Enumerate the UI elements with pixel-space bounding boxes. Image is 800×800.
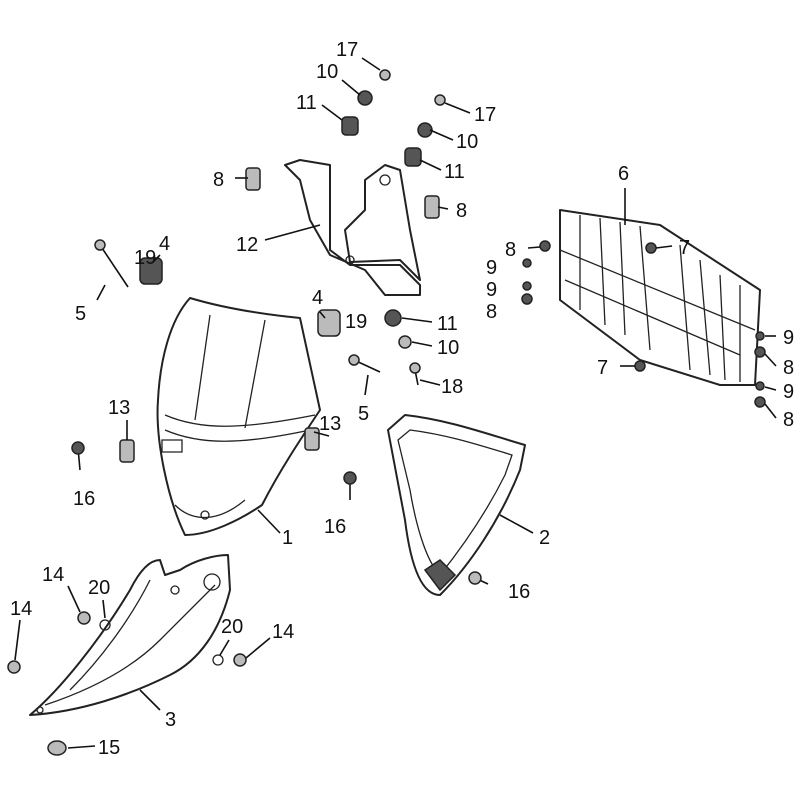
callout-4: 4	[159, 233, 170, 255]
callout-5: 5	[358, 403, 369, 425]
callout-13: 13	[319, 413, 341, 435]
callout-16: 16	[73, 488, 95, 510]
callout-11: 11	[296, 92, 317, 114]
callout-8: 8	[456, 200, 467, 222]
callout-14: 14	[42, 564, 64, 586]
callout-15: 15	[98, 737, 120, 759]
callout-12: 12	[236, 234, 258, 256]
callout-7: 7	[597, 357, 608, 379]
callout-20: 20	[221, 616, 243, 638]
callout-3: 3	[165, 709, 176, 731]
callout-9: 9	[486, 279, 497, 301]
callout-10: 10	[437, 337, 459, 359]
callout-10: 10	[456, 131, 478, 153]
callout-1: 1	[282, 527, 293, 549]
callout-8: 8	[783, 409, 794, 431]
callout-11: 11	[444, 161, 465, 183]
callout-8: 8	[783, 357, 794, 379]
callout-9: 9	[783, 381, 794, 403]
callout-labels: 17 10 11 17 10 11 8 8 6 12 8 7 9 9 8 19 …	[10, 39, 794, 759]
callout-20: 20	[88, 577, 110, 599]
callout-2: 2	[539, 527, 550, 549]
callout-19: 19	[134, 247, 156, 269]
callout-11: 11	[437, 313, 458, 335]
part-1-front-cowl	[156, 297, 321, 536]
callout-8: 8	[505, 239, 516, 261]
callout-16: 16	[508, 581, 530, 603]
callout-8: 8	[486, 301, 497, 323]
callout-6: 6	[618, 163, 629, 185]
callout-17: 17	[336, 39, 358, 61]
callout-13: 13	[108, 397, 130, 419]
callout-14: 14	[10, 598, 32, 620]
callout-10: 10	[316, 61, 338, 83]
callout-4: 4	[312, 287, 323, 309]
part-6-grille-panel	[559, 209, 761, 386]
callout-19: 19	[345, 311, 367, 333]
part-12-bracket	[284, 159, 421, 296]
part-3-lower-cowl	[29, 554, 231, 716]
callout-16: 16	[324, 516, 346, 538]
callout-18: 18	[441, 376, 463, 398]
callout-5: 5	[75, 303, 86, 325]
callout-17: 17	[474, 104, 496, 126]
callout-8: 8	[213, 169, 224, 191]
hardware	[7, 69, 766, 756]
part-2-headlight-bezel	[387, 414, 526, 596]
callout-9: 9	[486, 257, 497, 279]
leader-lines	[14, 57, 777, 749]
callout-7: 7	[679, 237, 690, 259]
callout-14: 14	[272, 621, 294, 643]
callout-9: 9	[783, 327, 794, 349]
